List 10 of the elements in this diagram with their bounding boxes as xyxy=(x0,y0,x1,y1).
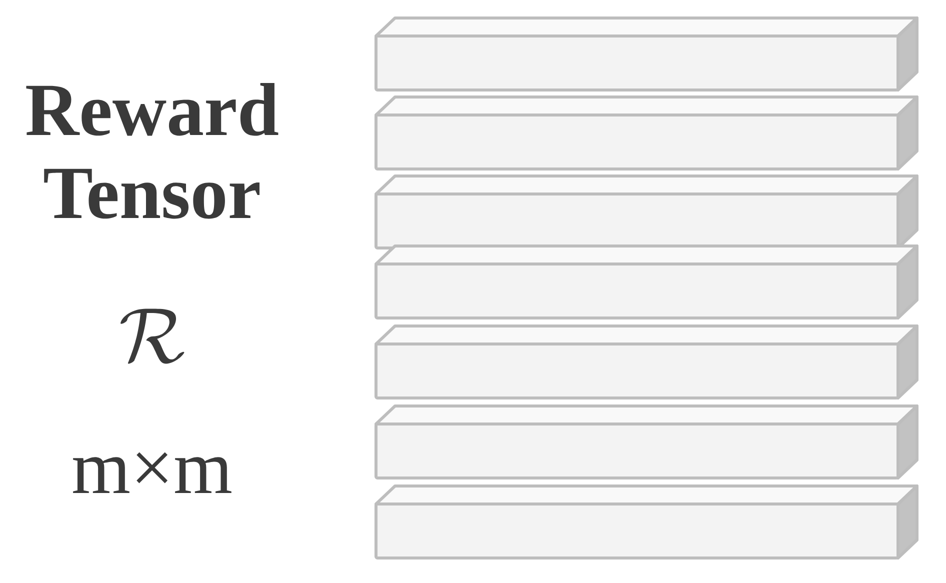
math-symbol: $\mathcal{R}$ xyxy=(120,308,184,364)
dimension-label: m×m xyxy=(73,452,232,493)
slab xyxy=(374,96,918,170)
slab xyxy=(374,324,918,400)
slab xyxy=(374,484,918,560)
slab xyxy=(374,174,918,250)
slab xyxy=(374,16,918,92)
slab xyxy=(374,244,918,320)
slab xyxy=(374,404,918,480)
title: Reward Tensor xyxy=(26,82,278,219)
